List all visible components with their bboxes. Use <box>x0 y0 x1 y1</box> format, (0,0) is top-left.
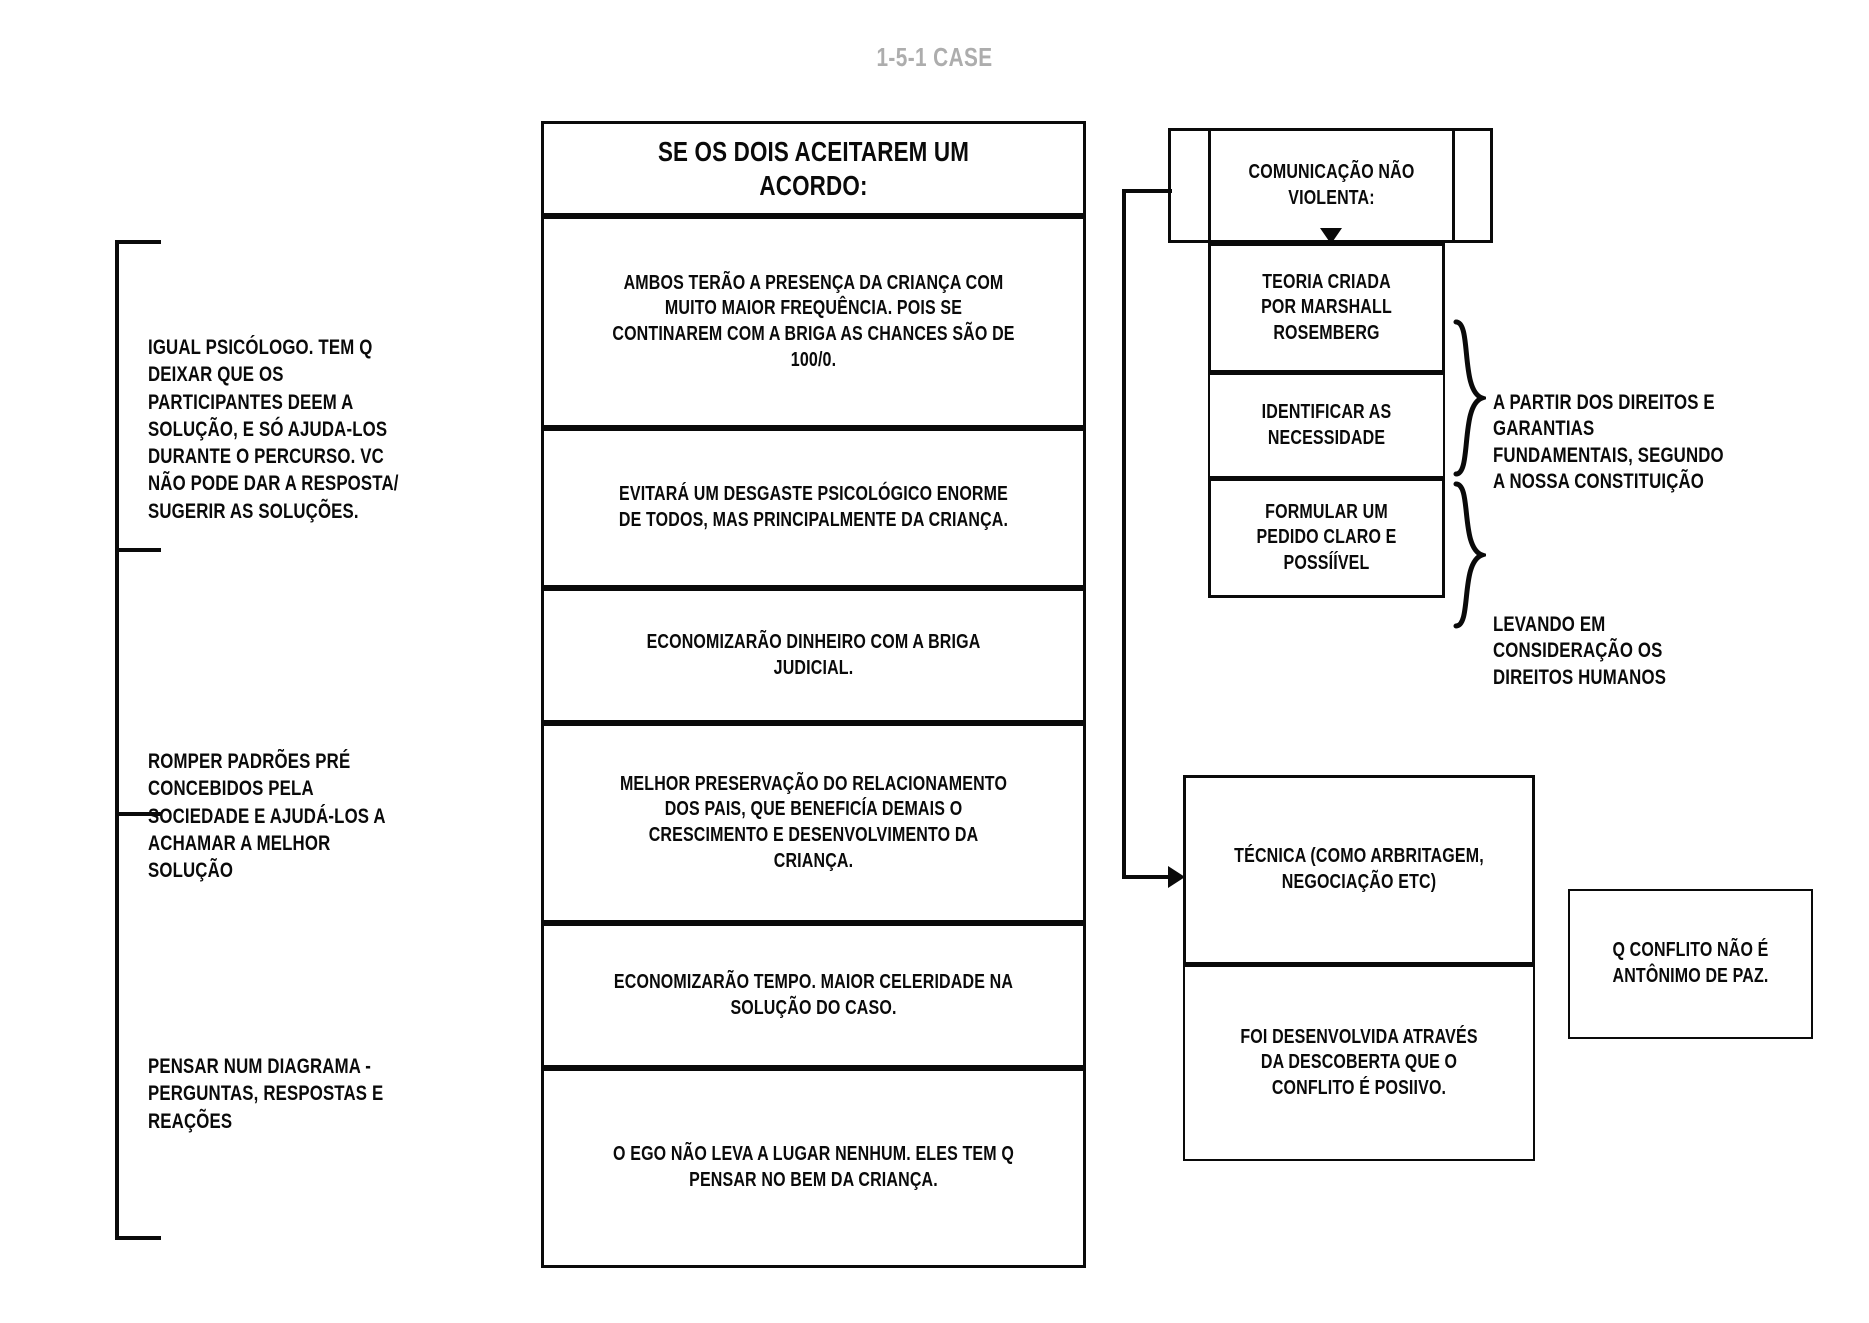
curly-brace-icon-1 <box>1453 319 1486 477</box>
center-item-box-4: MELHOR PRESERVAÇÃO DO RELACIONAMENTO DOS… <box>541 723 1086 923</box>
triangle-right-icon <box>1168 866 1185 888</box>
cnv-title-box: COMUNICAÇÃO NÃO VIOLENTA: <box>1208 128 1455 243</box>
bracket-tick-2 <box>115 812 161 816</box>
cnv-step-box-1: TEORIA CRIADA POR MARSHALL ROSEMBERG <box>1208 243 1445 373</box>
cnv-step-label-1: TEORIA CRIADA POR MARSHALL ROSEMBERG <box>1261 270 1392 344</box>
center-item-label-4: MELHOR PRESERVAÇÃO DO RELACIONAMENTO DOS… <box>619 772 1008 872</box>
annotation-text-2: LEVANDO EM CONSIDERAÇÃO OS DIREITOS HUMA… <box>1493 613 1667 689</box>
cnv-step-box-3: FORMULAR UM PEDIDO CLARO E POSSÍÍVEL <box>1208 478 1445 598</box>
center-item-box-1: AMBOS TERÃO A PRESENÇA DA CRIANÇA COM MU… <box>541 216 1086 428</box>
cnv-title-label: COMUNICAÇÃO NÃO VIOLENTA: <box>1248 160 1415 209</box>
center-header-box: SE OS DOIS ACEITAREM UM ACORDO: <box>541 121 1086 216</box>
page-title: 1-5-1 CASE <box>876 42 993 72</box>
conflito-note-label: Q CONFLITO NÃO É ANTÔNIMO DE PAZ. <box>1612 939 1769 987</box>
cnv-step-label-2: IDENTIFICAR AS NECESSIDADE <box>1261 400 1392 449</box>
center-header-label: SE OS DOIS ACEITAREM UM ACORDO: <box>657 135 970 201</box>
bracket-tick-bottom <box>115 1236 161 1240</box>
center-item-label-3: ECONOMIZARÃO DINHEIRO COM A BRIGA JUDICI… <box>646 630 981 679</box>
tecnica-box: TÉCNICA (COMO ARBRITAGEM, NEGOCIAÇÃO ETC… <box>1183 775 1535 965</box>
connector-segment-bottom <box>1122 875 1172 879</box>
center-item-label-2: EVITARÁ UM DESGASTE PSICOLÓGICO ENORME D… <box>618 483 1009 531</box>
tecnica-detail-label: FOI DESENVOLVIDA ATRAVÉS DA DESCOBERTA Q… <box>1240 1025 1478 1099</box>
tecnica-label: TÉCNICA (COMO ARBRITAGEM, NEGOCIAÇÃO ETC… <box>1234 845 1484 893</box>
left-note-diagrama: PENSAR NUM DIAGRAMA - PERGUNTAS, RESPOST… <box>148 1055 384 1133</box>
cnv-step-box-2: IDENTIFICAR AS NECESSIDADE <box>1208 373 1445 478</box>
tecnica-detail-box: FOI DESENVOLVIDA ATRAVÉS DA DESCOBERTA Q… <box>1183 965 1535 1161</box>
left-bracket <box>115 240 161 1240</box>
left-note-romper-padroes: ROMPER PADRÕES PRÉ CONCEBIDOS PELA SOCIE… <box>148 750 386 883</box>
bracket-tick-top <box>115 240 161 244</box>
conflito-note-box: Q CONFLITO NÃO É ANTÔNIMO DE PAZ. <box>1568 889 1813 1039</box>
left-note-psicologo: IGUAL PSICÓLOGO. TEM Q DEIXAR QUE OS PAR… <box>148 336 399 523</box>
center-item-box-6: O EGO NÃO LEVA A LUGAR NENHUM. ELES TEM … <box>541 1068 1086 1268</box>
center-item-label-1: AMBOS TERÃO A PRESENÇA DA CRIANÇA COM MU… <box>612 271 1015 371</box>
triangle-down-icon <box>1320 228 1342 244</box>
cnv-step-label-3: FORMULAR UM PEDIDO CLARO E POSSÍÍVEL <box>1256 500 1397 574</box>
curly-brace-icon-2 <box>1453 481 1486 629</box>
center-item-box-5: ECONOMIZARÃO TEMPO. MAIOR CELERIDADE NA … <box>541 923 1086 1068</box>
center-item-box-2: EVITARÁ UM DESGASTE PSICOLÓGICO ENORME D… <box>541 428 1086 588</box>
center-item-label-6: O EGO NÃO LEVA A LUGAR NENHUM. ELES TEM … <box>613 1143 1014 1191</box>
connector-segment-top <box>1122 189 1172 193</box>
center-item-label-5: ECONOMIZARÃO TEMPO. MAIOR CELERIDADE NA … <box>613 970 1014 1019</box>
center-item-box-3: ECONOMIZARÃO DINHEIRO COM A BRIGA JUDICI… <box>541 588 1086 723</box>
bracket-vertical-line <box>115 240 119 1240</box>
bracket-tick-1 <box>115 548 161 552</box>
annotation-text-1: A PARTIR DOS DIREITOS E GARANTIAS FUNDAM… <box>1493 391 1724 494</box>
connector-segment-vertical <box>1122 189 1126 879</box>
